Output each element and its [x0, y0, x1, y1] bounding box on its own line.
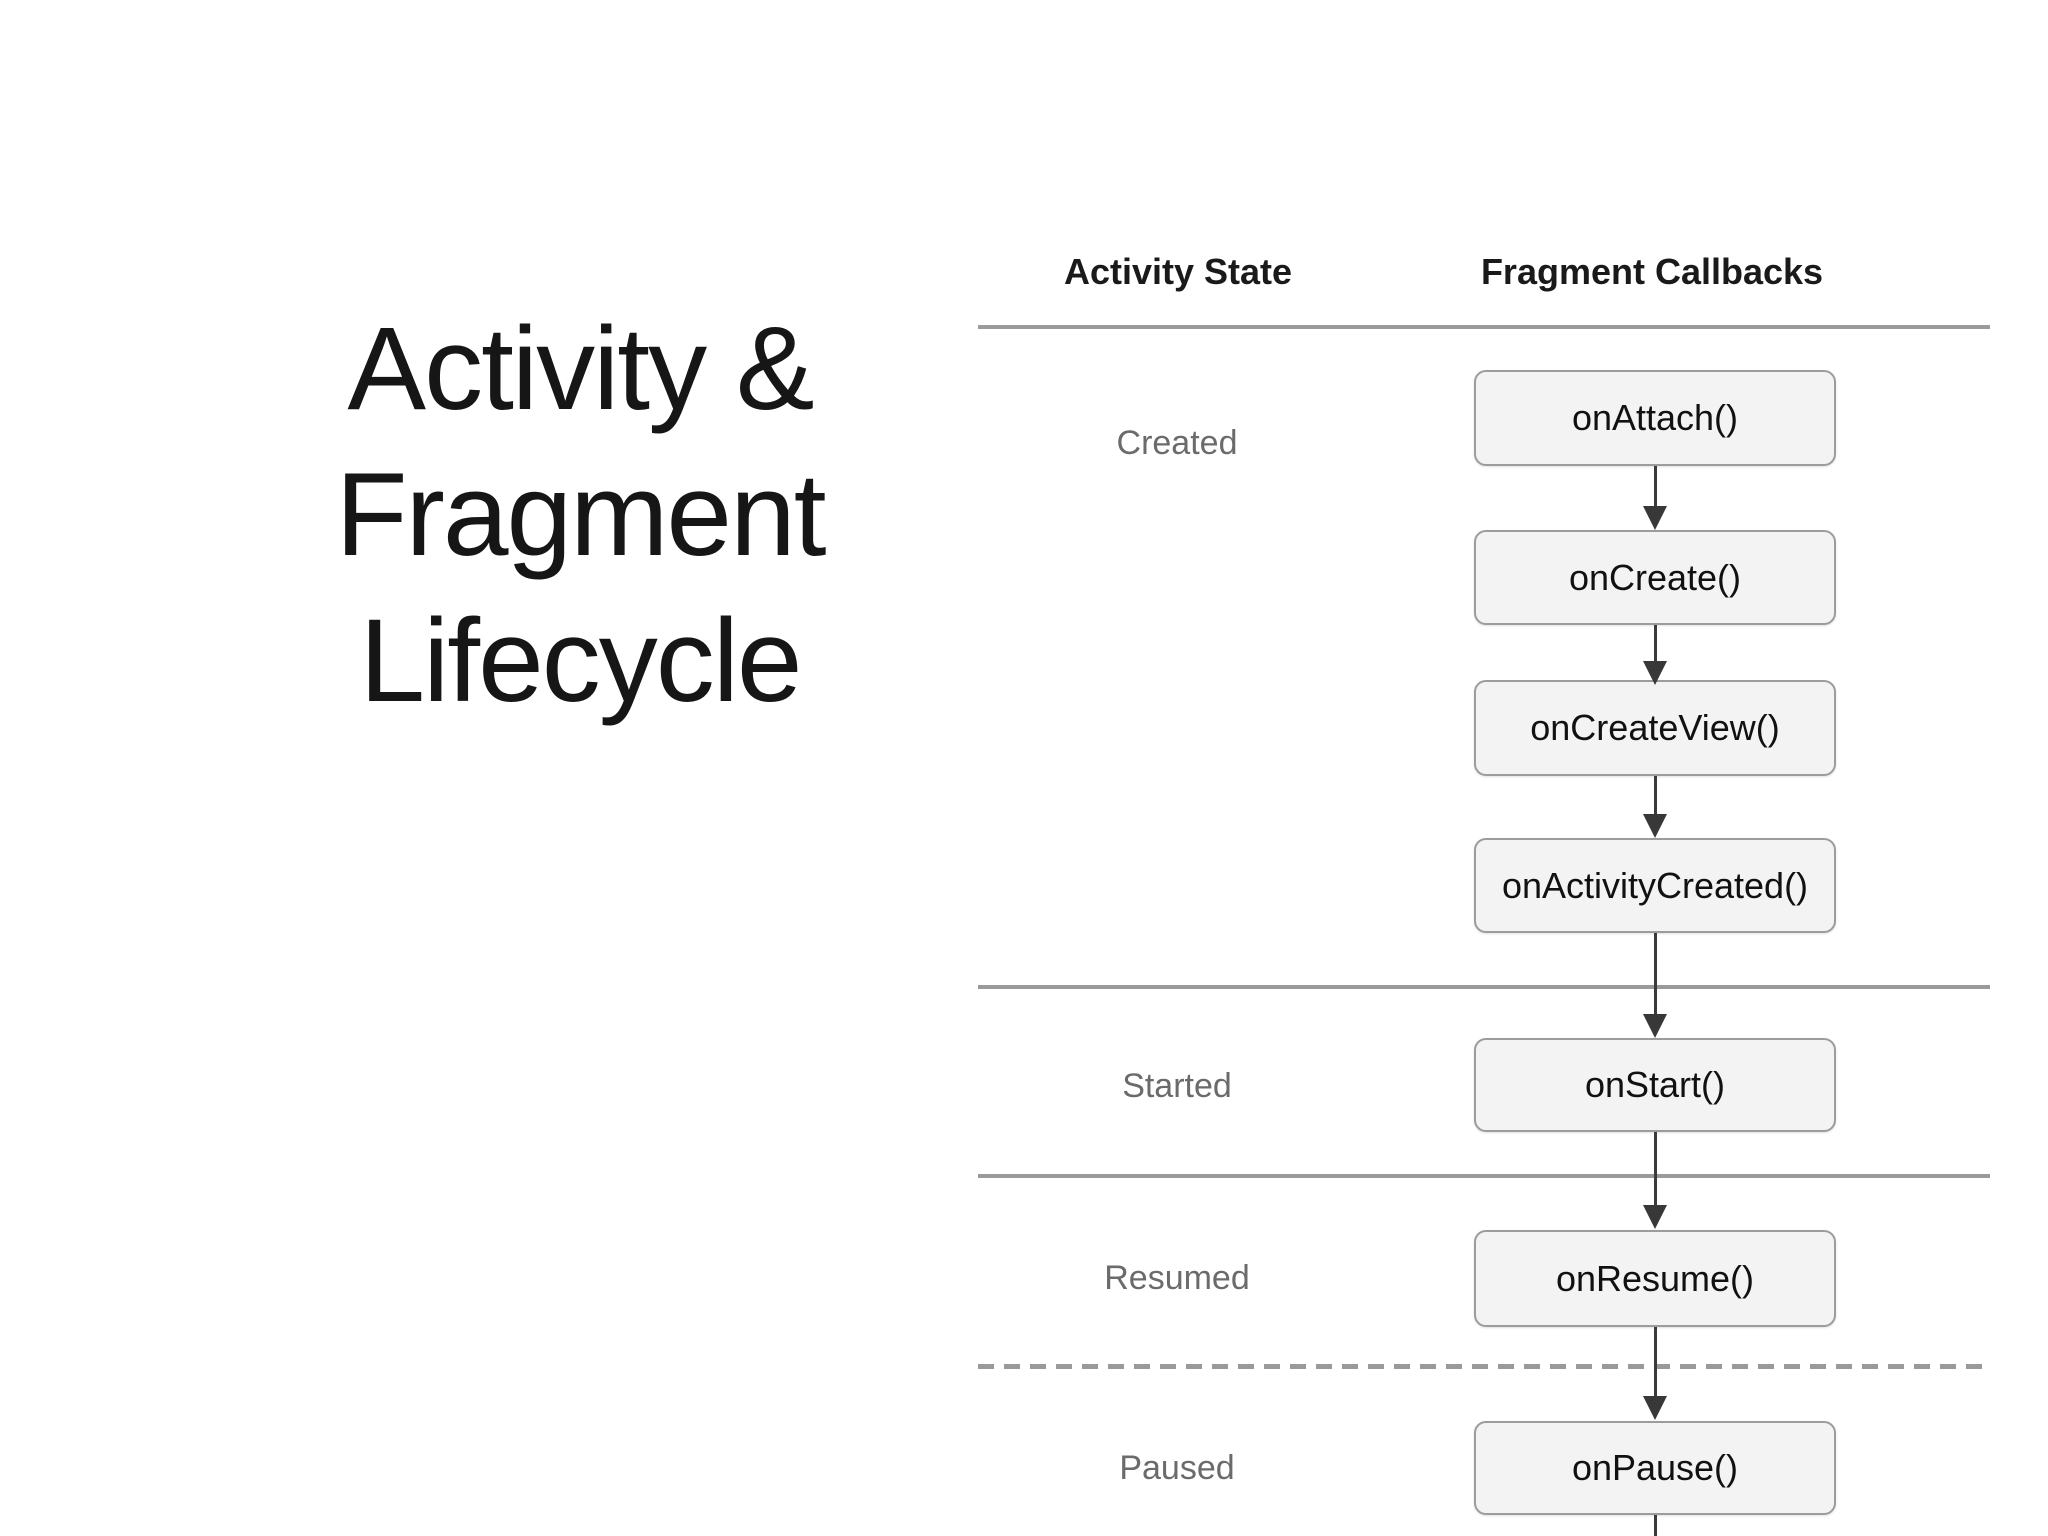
arrow-down-icon	[1642, 933, 1668, 1038]
column-header-fragment-callbacks: Fragment Callbacks	[1480, 251, 1824, 292]
column-header-activity-state: Activity State	[1063, 251, 1293, 292]
callback-box-oncreateview: onCreateView()	[1474, 680, 1836, 776]
arrow-down-icon	[1642, 625, 1668, 685]
slide-title-line-1: Activity &	[347, 303, 814, 435]
state-label-paused: Paused	[1119, 1449, 1235, 1487]
flow-line-tail	[1654, 1515, 1657, 1536]
divider-under-header	[978, 325, 1990, 329]
callback-box-onattach: onAttach()	[1474, 370, 1836, 466]
state-label-started: Started	[1122, 1067, 1232, 1105]
arrow-down-icon	[1642, 466, 1668, 530]
arrow-down-icon	[1642, 1327, 1668, 1420]
callback-box-onstart: onStart()	[1474, 1038, 1836, 1132]
slide-title-line-2: Fragment	[335, 449, 827, 581]
arrow-down-icon	[1642, 1132, 1668, 1229]
callback-box-oncreate: onCreate()	[1474, 530, 1836, 625]
slide-title: Activity & Fragment Lifecycle	[250, 296, 910, 734]
state-label-created: Created	[1116, 424, 1238, 462]
state-label-resumed: Resumed	[1104, 1259, 1250, 1297]
callback-box-onactivitycreated: onActivityCreated()	[1474, 838, 1836, 933]
divider-after-created	[978, 985, 1990, 989]
divider-after-started	[978, 1174, 1990, 1178]
callback-box-onpause: onPause()	[1474, 1421, 1836, 1515]
callback-box-onresume: onResume()	[1474, 1230, 1836, 1327]
slide-title-line-3: Lifecycle	[359, 595, 802, 727]
arrow-down-icon	[1642, 776, 1668, 838]
divider-dashed-after-resumed	[978, 1364, 1990, 1369]
